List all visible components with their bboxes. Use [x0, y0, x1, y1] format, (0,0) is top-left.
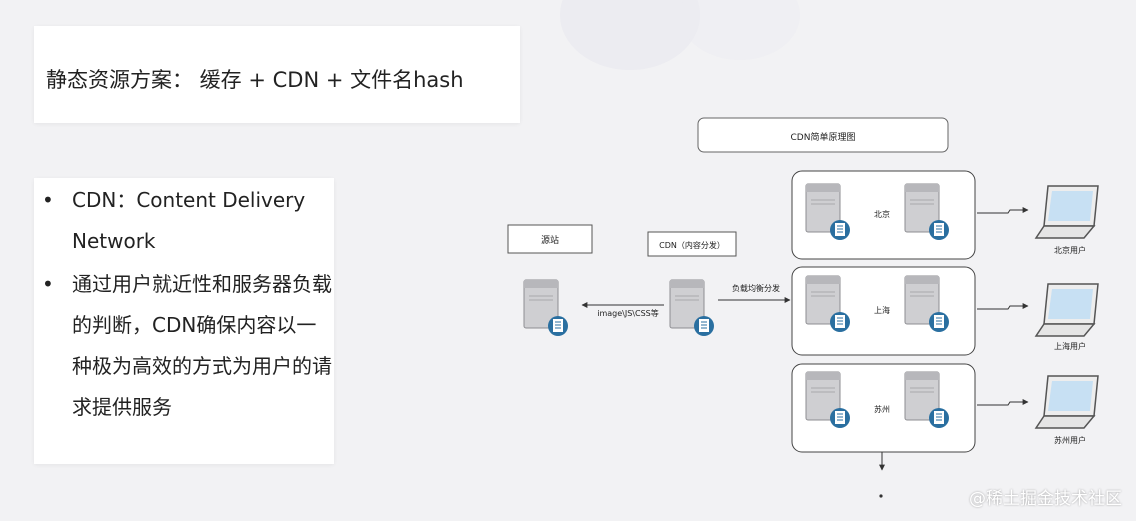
region-user: 北京用户: [1054, 245, 1086, 255]
region-city: 北京: [874, 209, 890, 219]
bullet-dot: •: [42, 272, 54, 296]
region-user: 苏州用户: [1054, 435, 1086, 445]
region-city: 苏州: [874, 404, 890, 414]
arrow-lb-label: 负载均衡分发: [732, 283, 780, 293]
bullet-dot: •: [42, 188, 54, 212]
cdn-server-icon: [669, 279, 715, 337]
origin-label: 源站: [541, 234, 559, 246]
laptop-icon: [1035, 283, 1099, 337]
diagram-title-box: [697, 117, 949, 153]
arrow-region-to-user: [977, 399, 1029, 406]
laptop-icon: [1035, 375, 1099, 429]
continuation-dot: [879, 494, 883, 498]
watermark: @稀土掘金技术社区: [969, 489, 1122, 509]
slide-title: 静态资源方案： 缓存 + CDN + 文件名hash: [46, 68, 464, 92]
diagram-title: CDN简单原理图: [791, 131, 856, 143]
bullet-text: CDN：Content Delivery Network: [72, 188, 306, 253]
bullet-text: 通过用户就近性和服务器负载的判断，CDN确保内容以一种极为高效的方式为用户的请求…: [72, 272, 332, 419]
region-user: 上海用户: [1054, 341, 1086, 351]
bullet-list: • CDN：Content Delivery Network • 通过用户就近性…: [34, 178, 334, 464]
arrow-origin-label: image\JS\CSS等: [597, 308, 659, 318]
arrow-region-to-user: [977, 303, 1029, 310]
origin-server-icon: [523, 279, 569, 337]
arrow-region-to-user: [977, 207, 1029, 214]
laptop-icon: [1035, 185, 1099, 239]
origin-label-box: [507, 224, 593, 254]
cdn-label-box: [647, 231, 737, 257]
slide-title-card: 静态资源方案： 缓存 + CDN + 文件名hash: [34, 26, 520, 123]
cdn-label: CDN（内容分发）: [659, 240, 725, 250]
region-city: 上海: [874, 305, 890, 315]
